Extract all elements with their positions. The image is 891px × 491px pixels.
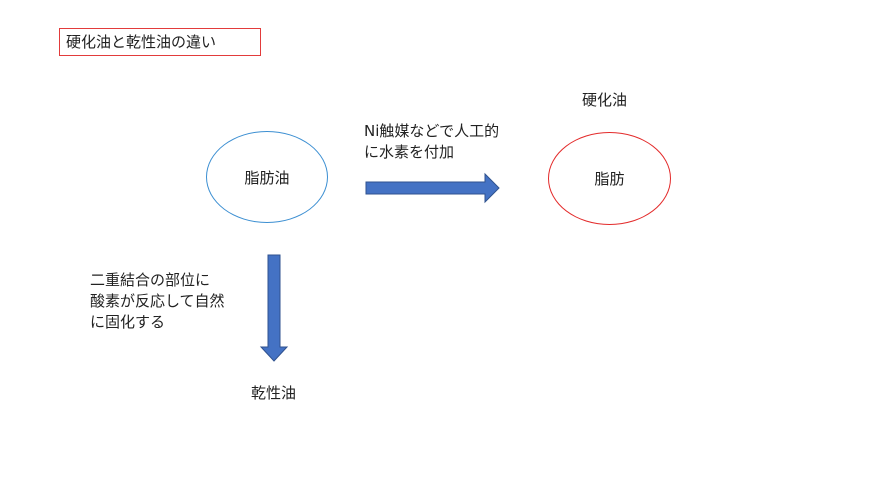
hydrogenation-note-line-2: に水素を付加	[364, 143, 455, 161]
drying-oil-label: 乾性油	[251, 384, 297, 402]
fat-node-label: 脂肪	[594, 170, 625, 188]
hardened-oil-label: 硬化油	[582, 91, 628, 109]
diagram-title: 硬化油と乾性油の違い	[59, 28, 261, 56]
fatty-oil-node-label: 脂肪油	[244, 168, 290, 187]
oxidation-note-line-2: 酸素が反応して自然	[90, 292, 225, 310]
hydrogenation-note-line-1: Ni触媒などで人工的	[364, 122, 500, 140]
oxidation-arrow	[259, 254, 289, 362]
oxidation-note-line-1: 二重結合の部位に	[90, 271, 211, 289]
oxidation-note: 二重結合の部位に 酸素が反応して自然 に固化する	[90, 270, 225, 333]
oxidation-note-line-3: に固化する	[90, 313, 166, 331]
hydrogenation-note: Ni触媒などで人工的 に水素を付加	[364, 121, 499, 163]
fat-node: 脂肪	[548, 132, 671, 225]
hydrogenation-arrow	[365, 172, 500, 204]
fatty-oil-node: 脂肪油	[206, 131, 328, 223]
